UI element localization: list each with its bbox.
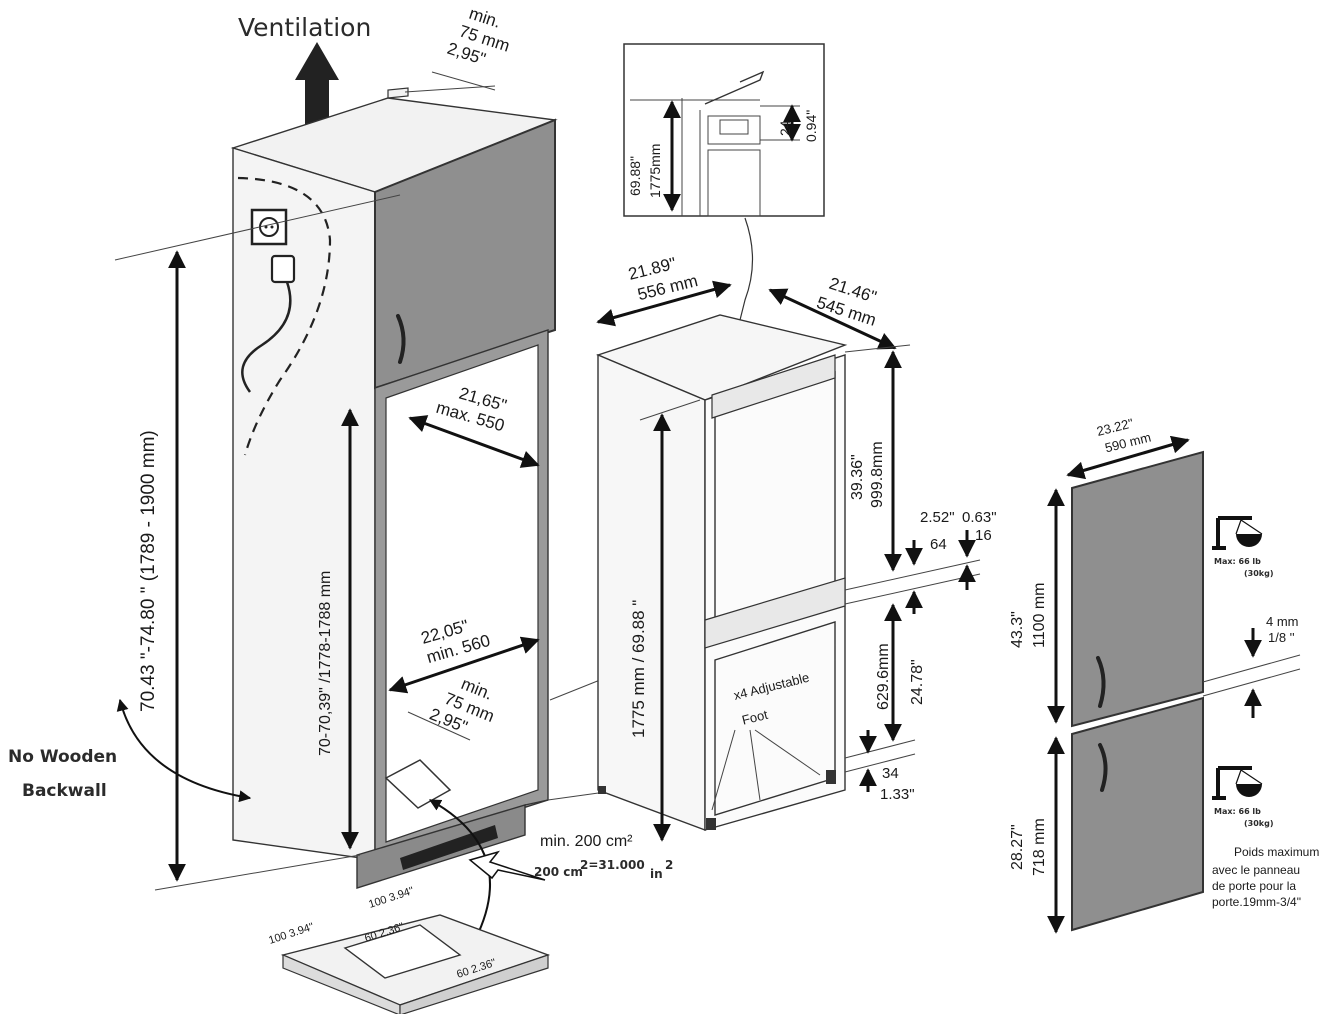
svg-text:de porte pour la: de porte pour la xyxy=(1212,879,1296,893)
ventilation-arrow xyxy=(295,42,339,130)
power-plug xyxy=(270,254,296,284)
door-gap-inch-label: 1/8 '' xyxy=(1268,630,1295,645)
poids-note: Poids maximum avec le panneau de porte p… xyxy=(1212,845,1319,909)
svg-text:2=31.000: 2=31.000 xyxy=(580,858,645,872)
weight-lower-kg-label: (30kg) xyxy=(1244,819,1274,828)
door-panels xyxy=(1047,435,1301,934)
appliance-side xyxy=(597,353,706,832)
weight-icon xyxy=(1212,766,1263,800)
lower-height-label: 629.6mm 24.78" xyxy=(875,643,926,710)
foot-gap-inch-label: 1.33" xyxy=(880,786,915,803)
svg-text:24: 24 xyxy=(777,120,793,136)
door-upper-label: 43.3" 1100 mm xyxy=(1009,582,1048,648)
door-gap-mm-label: 4 mm xyxy=(1266,614,1299,629)
gap-a-mm-label: 64 xyxy=(930,536,947,553)
power-cable xyxy=(241,281,292,393)
svg-text:Foot: Foot xyxy=(740,707,769,728)
top-gap-label: min. 75 mm 2,95" xyxy=(445,4,512,69)
svg-text:200 cm: 200 cm xyxy=(534,865,583,879)
niche-height-label: 70-70,39" /1778-1788 mm xyxy=(317,571,334,756)
weight-lower-label: Max: 66 lb xyxy=(1214,807,1261,816)
backwall-label: Backwall xyxy=(22,781,107,801)
svg-text:999.8mm: 999.8mm xyxy=(869,441,886,508)
weight-icon xyxy=(1212,516,1263,550)
svg-text:43.3": 43.3" xyxy=(1009,611,1026,648)
min-area-label: min. 200 cm² xyxy=(540,833,633,850)
svg-text:629.6mm: 629.6mm xyxy=(875,643,892,710)
foot-gap-mm-label: 34 xyxy=(882,765,899,782)
svg-text:0.94": 0.94" xyxy=(803,110,819,142)
svg-text:39.36": 39.36" xyxy=(849,454,866,500)
niche-opening xyxy=(385,344,539,843)
svg-text:69.88": 69.88" xyxy=(627,156,643,196)
svg-text:100 3.94": 100 3.94" xyxy=(367,885,415,911)
upper-height-label: 39.36" 999.8mm xyxy=(849,441,886,508)
upper-cabinet-door xyxy=(374,118,556,390)
svg-text:24.78": 24.78" xyxy=(909,659,926,705)
svg-text:porte.19mm-3/4": porte.19mm-3/4" xyxy=(1212,895,1301,909)
lower-door-panel xyxy=(1071,696,1204,932)
door-lower-label: 28.27" 718 mm xyxy=(1009,818,1048,876)
area-formula-label: 200 cm 2=31.000 in 2 xyxy=(534,858,673,881)
detail-inset xyxy=(623,43,825,413)
gap-b-inch-label: 0.63" xyxy=(962,509,997,526)
svg-text:1100 mm: 1100 mm xyxy=(1031,582,1048,648)
inset-labels: 69.88" 1775mm 24 0.94" xyxy=(627,110,819,198)
weight-upper-label: Max: 66 lb xyxy=(1214,557,1261,566)
svg-text:1775mm: 1775mm xyxy=(647,144,663,198)
weight-upper-kg-label: (30kg) xyxy=(1244,569,1274,578)
no-wooden-label: No Wooden xyxy=(8,747,117,767)
gap-b-mm-label: 16 xyxy=(975,527,992,544)
wall-dashed-outline xyxy=(237,176,332,456)
upper-door-panel xyxy=(1071,450,1204,728)
unit-height-label: 1775 mm / 69.88 " xyxy=(629,600,648,738)
svg-text:in: in xyxy=(650,867,663,881)
overall-height-label: 70.43 "-74.80 " (1789 - 1900 mm) xyxy=(138,430,159,712)
ventilation-label: Ventilation xyxy=(238,13,371,42)
cabinet-side-wall xyxy=(232,147,376,861)
svg-text:28.27": 28.27" xyxy=(1009,824,1026,870)
door-width-label: 23.22" 590 mm xyxy=(1095,415,1152,455)
svg-text:100 3.94": 100 3.94" xyxy=(267,921,315,947)
svg-text:Poids maximum: Poids maximum xyxy=(1234,845,1319,859)
svg-text:avec le panneau: avec le panneau xyxy=(1212,863,1300,877)
appliance-drawing xyxy=(596,280,981,842)
unit-depth-label: 21.46" 545 mm xyxy=(814,274,879,330)
svg-text:2: 2 xyxy=(665,858,673,872)
airflow-arrow xyxy=(468,850,546,881)
gap-a-inch-label: 2.52" xyxy=(920,509,955,526)
svg-text:718 mm: 718 mm xyxy=(1031,818,1048,876)
power-socket xyxy=(250,208,288,246)
cabinet-drawing xyxy=(114,42,621,1014)
